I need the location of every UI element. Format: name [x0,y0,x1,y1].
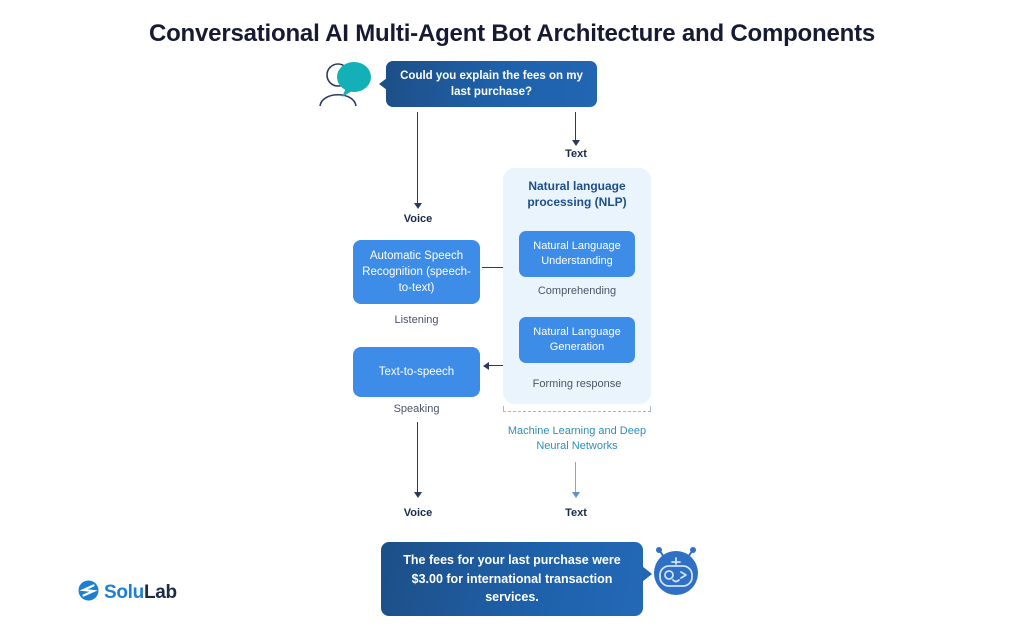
robot-head-icon [650,545,702,597]
arrowhead-query-to-voice [413,203,422,209]
arrowhead-tts-to-voice [413,492,422,498]
arrow-nlg-to-tts [489,365,515,367]
tts-box[interactable]: Text-to-speech [353,347,480,397]
bot-response-bubble: The fees for your last purchase were $3.… [381,542,652,616]
logo-text-solu: Solu [104,582,144,603]
nlp-panel [503,168,651,404]
flow-label-voice-bottom: Voice [403,507,433,519]
asr-caption: Listening [394,314,439,326]
user-with-speech-bubble-icon [316,60,378,112]
arrow-query-to-voice [417,112,419,205]
nlp-panel-title: Natural language processing (NLP) [527,179,627,210]
nlu-box[interactable]: Natural Language Understanding [519,231,635,277]
arrowhead-ml-to-text [571,492,580,498]
nlg-box[interactable]: Natural Language Generation [519,317,635,363]
flow-label-text-bottom: Text [565,507,587,519]
page-title: Conversational AI Multi-Agent Bot Archit… [148,20,876,47]
arrow-tts-to-voice [417,422,419,494]
arrowhead-query-to-text [571,140,580,146]
arrow-query-to-text [575,112,577,142]
nlu-caption: Comprehending [537,285,617,297]
flow-label-text-top: Text [565,148,587,160]
arrow-asr-to-nlu [482,267,508,269]
arrow-ml-to-text [575,462,577,494]
user-query-bubble: Could you explain the fees on my last pu… [379,61,597,107]
solulab-logo[interactable]: SoluLab [78,580,177,606]
flow-label-voice-top: Voice [403,213,433,225]
arrowhead-nlg-to-tts [483,361,489,370]
logo-text-lab: Lab [143,582,177,603]
solulab-swoosh-icon [78,580,99,606]
machine-learning-bracket [503,406,651,412]
machine-learning-label: Machine Learning and Deep Neural Network… [507,425,647,453]
tts-caption: Speaking [393,403,440,415]
nlg-caption: Forming response [532,378,622,390]
asr-box[interactable]: Automatic Speech Recognition (speech-to-… [353,240,480,304]
